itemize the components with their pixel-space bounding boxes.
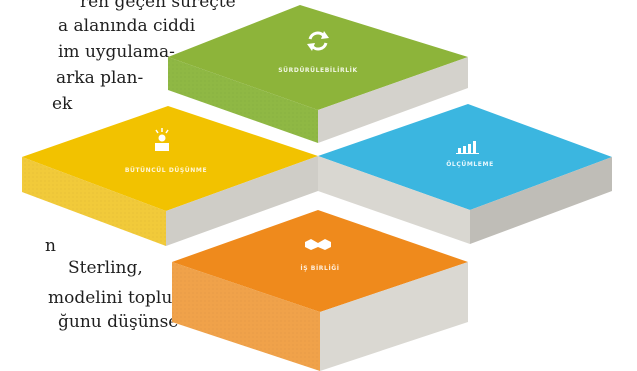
block-collaboration: İŞ BİRLİĞİ [172,210,468,371]
article-line-6: n [45,236,56,256]
block-label-measurement: ÖLÇÜMLEME [446,161,494,168]
article-line-4: arka plan- [56,68,144,88]
recycle-icon [307,31,329,51]
article-line-1: ren geçen süreçte [80,0,236,12]
handshake-icon [305,239,331,250]
block-label-holistic-thinking: BÜTÜNCÜL DÜŞÜNME [125,167,207,174]
article-text-column: ren geçen süreçte a alanında ciddi im uy… [0,0,236,371]
block-holistic-thinking: BÜTÜNCÜL DÜŞÜNME [22,106,318,246]
article-line-2: a alanında ciddi [58,16,196,36]
article-line-3: im uygulama- [58,42,175,62]
block-label-sustainability: SÜRDÜRÜLEBİLİRLİK [278,67,357,74]
bar-chart-icon [456,141,479,154]
block-measurement: ÖLÇÜMLEME [318,104,612,244]
person-idea-icon [155,128,169,151]
block-sustainability: SÜRDÜRÜLEBİLİRLİK [168,5,468,143]
block-label-collaboration: İŞ BİRLİĞİ [300,265,339,272]
article-line-9: ğunu düşünse [58,312,179,332]
article-line-8: modelini toplu- [48,288,179,308]
article-line-7: Sterling, [68,258,143,278]
article-line-5: ek [52,94,73,114]
